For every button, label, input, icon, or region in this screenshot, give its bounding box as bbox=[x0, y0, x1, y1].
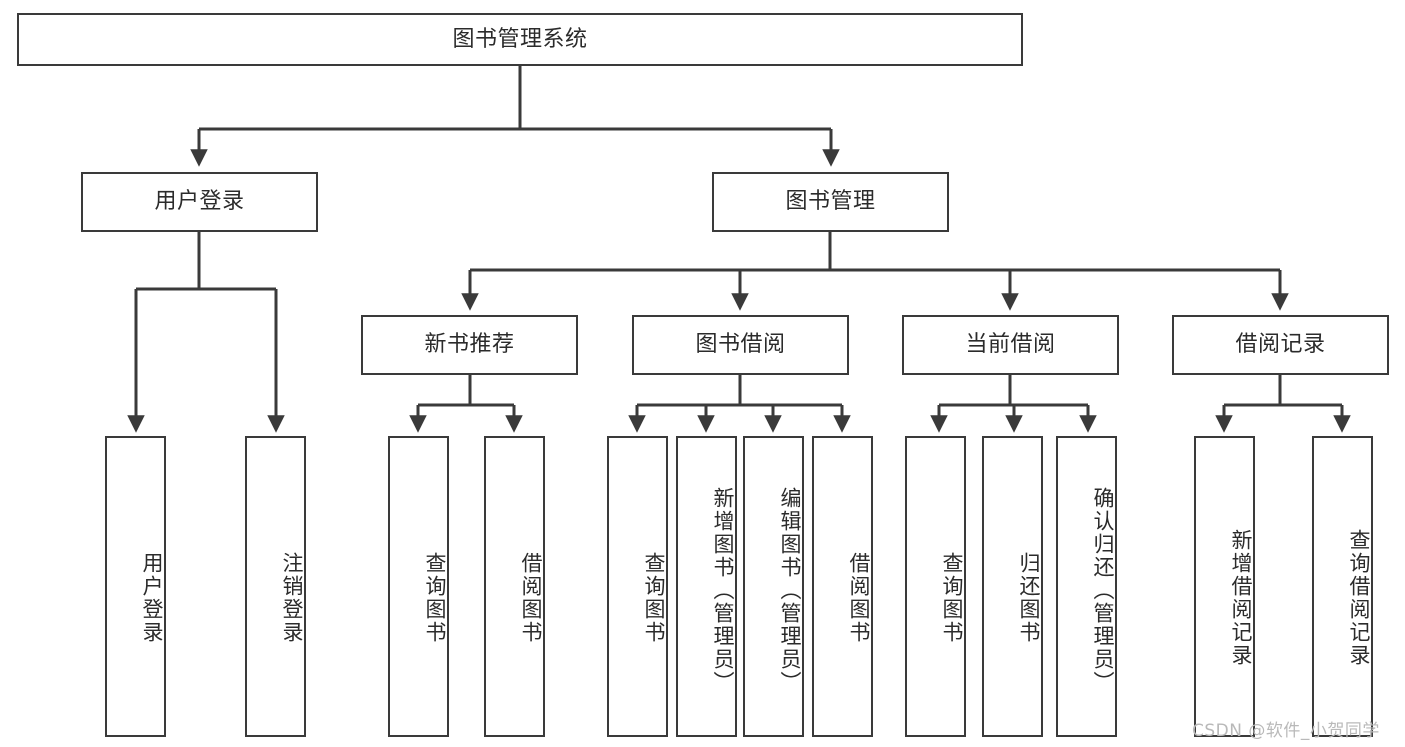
node-label: 查询图书 bbox=[423, 551, 447, 644]
node-root-system[interactable]: 图书管理系统 bbox=[17, 13, 1023, 66]
node-label: 新书推荐 bbox=[424, 332, 515, 358]
node-book-management[interactable]: 图书管理 bbox=[712, 172, 949, 232]
leaf-return-book[interactable]: 归还图书 bbox=[982, 436, 1043, 737]
node-label: 借阅记录 bbox=[1235, 332, 1326, 358]
node-label: 编辑图书（管理员） bbox=[778, 487, 802, 694]
node-label: 注销登录 bbox=[280, 551, 304, 644]
leaf-add-book-admin[interactable]: 新增图书（管理员） bbox=[676, 436, 737, 737]
node-label: 借阅图书 bbox=[847, 551, 871, 644]
node-user-login[interactable]: 用户登录 bbox=[81, 172, 318, 232]
leaf-query-borrow-record[interactable]: 查询借阅记录 bbox=[1312, 436, 1373, 737]
leaf-edit-book-admin[interactable]: 编辑图书（管理员） bbox=[743, 436, 804, 737]
node-label: 查询借阅记录 bbox=[1347, 528, 1371, 667]
leaf-logout[interactable]: 注销登录 bbox=[245, 436, 306, 737]
node-label: 用户登录 bbox=[140, 551, 164, 644]
node-label: 确认归还（管理员） bbox=[1091, 487, 1115, 694]
leaf-add-borrow-record[interactable]: 新增借阅记录 bbox=[1194, 436, 1255, 737]
leaf-confirm-return-admin[interactable]: 确认归还（管理员） bbox=[1056, 436, 1117, 737]
node-new-book-recommend[interactable]: 新书推荐 bbox=[361, 315, 578, 375]
leaf-user-login[interactable]: 用户登录 bbox=[105, 436, 166, 737]
node-label: 图书借阅 bbox=[695, 332, 786, 358]
node-label: 查询图书 bbox=[940, 551, 964, 644]
node-label: 归还图书 bbox=[1017, 551, 1041, 644]
node-label: 用户登录 bbox=[154, 189, 245, 215]
node-label: 图书管理系统 bbox=[452, 26, 588, 52]
node-label: 当前借阅 bbox=[965, 332, 1056, 358]
node-label: 新增借阅记录 bbox=[1229, 528, 1253, 667]
node-book-borrow[interactable]: 图书借阅 bbox=[632, 315, 849, 375]
node-current-borrow[interactable]: 当前借阅 bbox=[902, 315, 1119, 375]
leaf-query-book-recommend[interactable]: 查询图书 bbox=[388, 436, 449, 737]
leaf-query-book-borrow[interactable]: 查询图书 bbox=[607, 436, 668, 737]
node-borrow-record[interactable]: 借阅记录 bbox=[1172, 315, 1389, 375]
node-label: 新增图书（管理员） bbox=[711, 487, 735, 694]
node-label: 借阅图书 bbox=[519, 551, 543, 644]
node-label: 查询图书 bbox=[642, 551, 666, 644]
leaf-borrow-book[interactable]: 借阅图书 bbox=[812, 436, 873, 737]
leaf-borrow-book-recommend[interactable]: 借阅图书 bbox=[484, 436, 545, 737]
node-label: 图书管理 bbox=[785, 189, 876, 215]
leaf-query-book-current[interactable]: 查询图书 bbox=[905, 436, 966, 737]
